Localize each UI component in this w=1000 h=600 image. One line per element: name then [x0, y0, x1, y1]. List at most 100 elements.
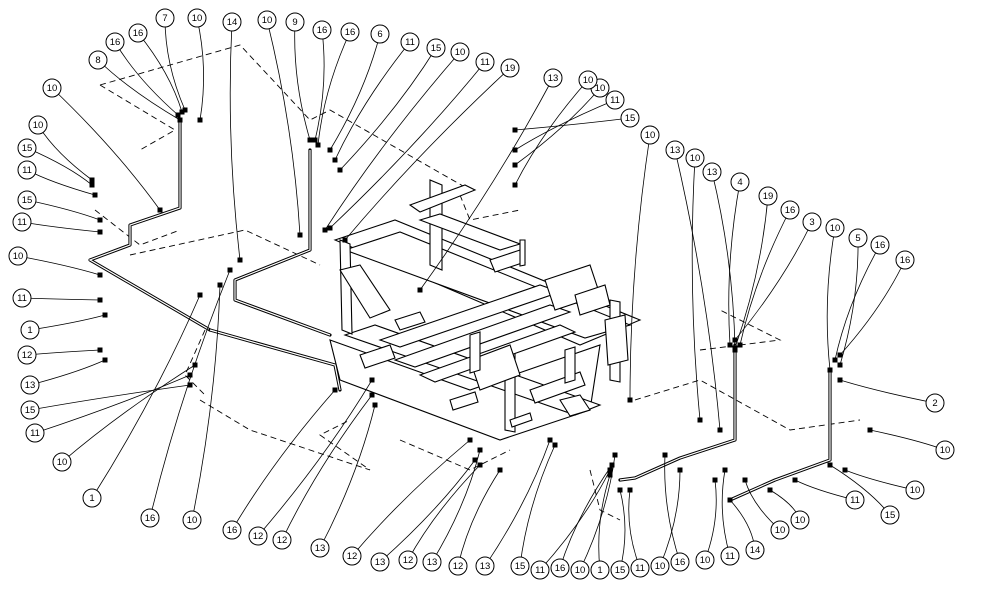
leader-line — [431, 449, 481, 563]
callout-number: 15 — [22, 143, 33, 154]
callout-bubble: 10 — [570, 560, 590, 580]
leader-line — [519, 444, 556, 567]
callout-number: 16 — [675, 557, 686, 568]
callout-number: 6 — [377, 29, 382, 40]
callout-bubble: 11 — [25, 423, 45, 443]
callout-circle — [448, 556, 468, 576]
leader-line — [539, 469, 611, 571]
callout-bubble: 4 — [730, 172, 750, 192]
callout-bubble: 14 — [222, 12, 242, 32]
leader-line — [844, 469, 916, 491]
callout-bubble: 10 — [578, 70, 598, 90]
callout-number: 16 — [227, 525, 238, 536]
callout-circle — [550, 558, 570, 578]
callout-number: 1 — [89, 493, 94, 504]
leader-line — [734, 221, 813, 341]
callout-number: 10 — [575, 565, 586, 576]
callout-bubble: 16 — [128, 23, 148, 43]
callout-number: 16 — [110, 37, 121, 48]
callout-number: 9 — [292, 17, 297, 28]
callout-bubble: 19 — [758, 186, 778, 206]
callout-bubble: 12 — [17, 345, 37, 365]
leader-line — [196, 17, 204, 121]
callout-bubble: 10 — [695, 550, 715, 570]
callout-bubble: 12 — [248, 526, 268, 546]
callout-number: 13 — [707, 167, 718, 178]
leader-line — [281, 394, 373, 541]
callout-bubble: 15 — [17, 138, 37, 158]
leader-line — [407, 464, 481, 561]
callout-bubble: 5 — [848, 228, 868, 248]
callout-number: 10 — [33, 120, 44, 131]
callout-circle — [25, 423, 45, 443]
leader-line — [21, 297, 101, 301]
callout-circle — [426, 38, 446, 58]
leader-line — [97, 59, 181, 121]
callout-number: 11 — [30, 428, 40, 439]
callout-bubble: 11 — [845, 490, 865, 510]
leader-line — [21, 221, 101, 233]
callout-bubble: 10 — [182, 510, 202, 530]
callout-bubble: 11 — [475, 52, 495, 72]
callout-bubble: 11 — [17, 160, 37, 180]
leader-line — [419, 77, 554, 291]
leader-line — [664, 454, 681, 563]
callout-number: 10 — [940, 445, 951, 456]
leader-line — [711, 171, 736, 351]
callout-number: 10 — [192, 13, 203, 24]
callout-circle — [630, 558, 650, 578]
callout-circle — [720, 546, 740, 566]
callout-bubble: 15 — [510, 556, 530, 576]
callout-bubble: 13 — [475, 556, 495, 576]
callout-circle — [398, 550, 418, 570]
callout-number: 16 — [317, 25, 328, 36]
callout-circle — [845, 490, 865, 510]
callout-bubble: 15 — [426, 38, 446, 58]
callout-circle — [182, 510, 202, 530]
leader-line — [629, 134, 651, 401]
callout-circle — [510, 556, 530, 576]
leader-line — [29, 314, 106, 331]
callout-circle — [530, 560, 550, 580]
callout-circle — [12, 288, 32, 308]
callout-circle — [257, 10, 277, 30]
callout-circle — [155, 8, 175, 28]
callout-circle — [895, 250, 915, 270]
callout-bubble: 16 — [780, 200, 800, 220]
leader-line — [839, 259, 906, 356]
callout-bubble: 13 — [310, 538, 330, 558]
leader-line — [514, 117, 631, 131]
callout-number: 13 — [548, 73, 559, 84]
callout-circle — [222, 12, 242, 32]
leader-line — [91, 294, 201, 499]
callout-circle — [12, 212, 32, 232]
callout-bubble: 16 — [670, 552, 690, 572]
leader-line — [26, 147, 93, 186]
leader-line — [329, 33, 381, 151]
callout-number: 10 — [645, 130, 656, 141]
dashed-guides — [94, 44, 861, 521]
callout-number: 10 — [690, 153, 701, 164]
callout-bubble: 16 — [312, 20, 332, 40]
leader-line — [314, 29, 325, 141]
callout-number: 13 — [427, 557, 438, 568]
leader-line — [229, 21, 241, 261]
callout-circle — [605, 90, 625, 110]
callout-bubble: 10 — [790, 510, 810, 530]
callout-bubble: 16 — [222, 520, 242, 540]
leader-line — [317, 31, 351, 146]
callout-number: 16 — [133, 28, 144, 39]
callout-number: 10 — [775, 525, 786, 536]
callout-circle — [82, 488, 102, 508]
callout-circle — [570, 560, 590, 580]
leader-line — [598, 474, 611, 571]
callout-circle — [730, 172, 750, 192]
callout-bubble: 16 — [550, 558, 570, 578]
callout-number: 16 — [145, 513, 156, 524]
callout-number: 15 — [625, 113, 636, 124]
leader-line — [61, 364, 196, 463]
callout-bubble: 10 — [8, 246, 28, 266]
callout-circle — [248, 526, 268, 546]
callout-circle — [790, 510, 810, 530]
callout-number: 15 — [885, 510, 896, 521]
